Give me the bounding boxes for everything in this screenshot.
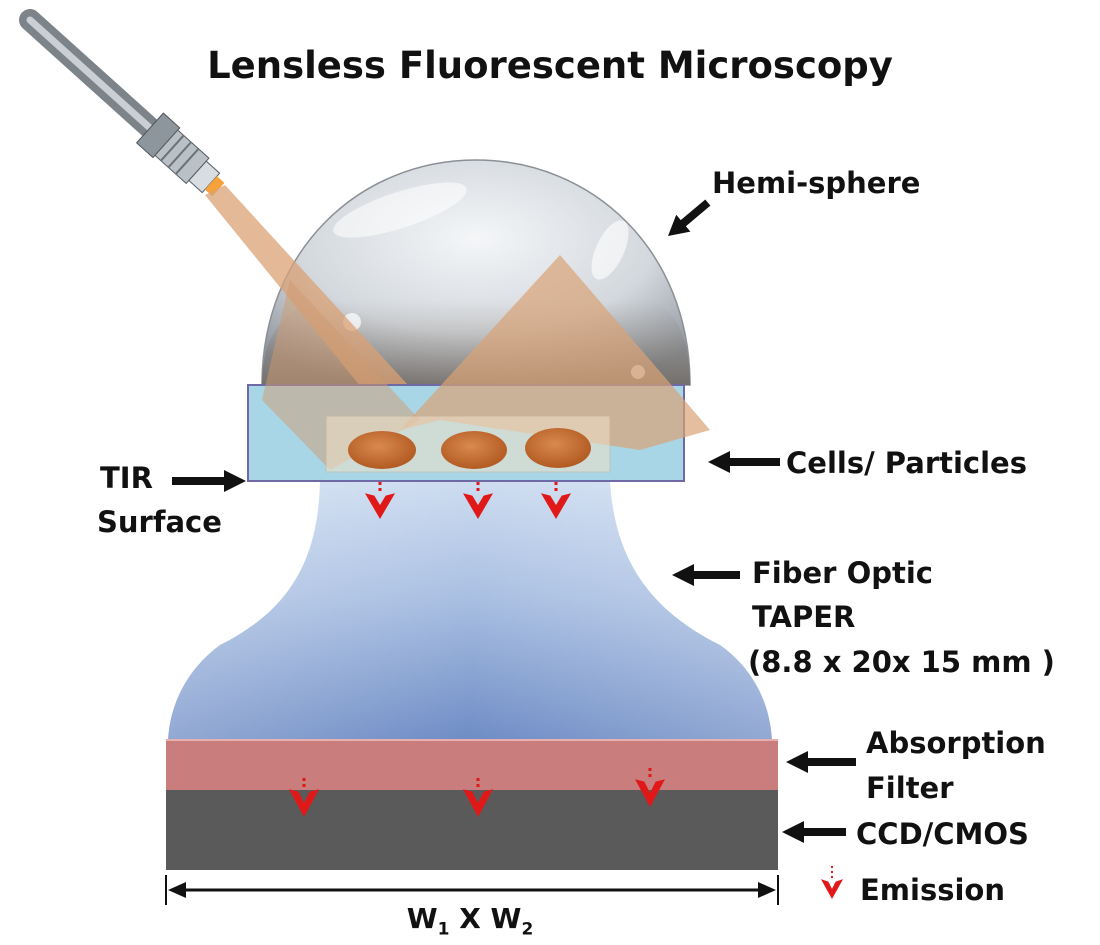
emission-legend-icon	[820, 866, 844, 900]
cell	[348, 431, 416, 469]
hemisphere-label: Hemi-sphere	[712, 166, 921, 200]
excitation-beam-reflected	[400, 255, 710, 450]
fiber-label-line2: TAPER	[752, 600, 856, 634]
dimension-x: X	[459, 902, 481, 935]
emission-arrow-icon	[364, 482, 572, 519]
absorption-label-line1: Absorption	[866, 726, 1046, 760]
tir-label-line2: Surface	[97, 505, 222, 539]
excitation-beam-in	[205, 185, 440, 435]
dimension-sub1: 1	[437, 919, 450, 940]
fiber-label-line3: (8.8 x 20x 15 mm )	[748, 645, 1055, 679]
emission-arrow-icon	[289, 768, 665, 818]
arrow-left-icon	[668, 199, 856, 843]
light-source-icon	[19, 9, 225, 197]
absorption-label-line2: Filter	[866, 771, 954, 805]
cells-label: Cells/ Particles	[786, 446, 1027, 480]
cells-group	[348, 428, 591, 469]
dimension-w1: W	[406, 902, 438, 935]
cell	[441, 431, 507, 469]
diagram-title: Lensless Fluorescent Microscopy	[207, 44, 893, 87]
dimension-label: W1 X W2	[0, 902, 940, 940]
sensor-label: CCD/CMOS	[856, 817, 1029, 851]
width-dimension-line	[165, 875, 779, 905]
arrow-right-icon	[172, 470, 246, 492]
emission-legend-label: Emission	[860, 873, 1005, 907]
absorption-filter	[166, 740, 778, 790]
dimension-w2: W	[490, 902, 522, 935]
fiber-label-line1: Fiber Optic	[752, 556, 933, 590]
tir-label-line1: TIR	[100, 461, 153, 495]
dimension-sub2: 2	[521, 919, 534, 940]
cell	[525, 428, 591, 468]
